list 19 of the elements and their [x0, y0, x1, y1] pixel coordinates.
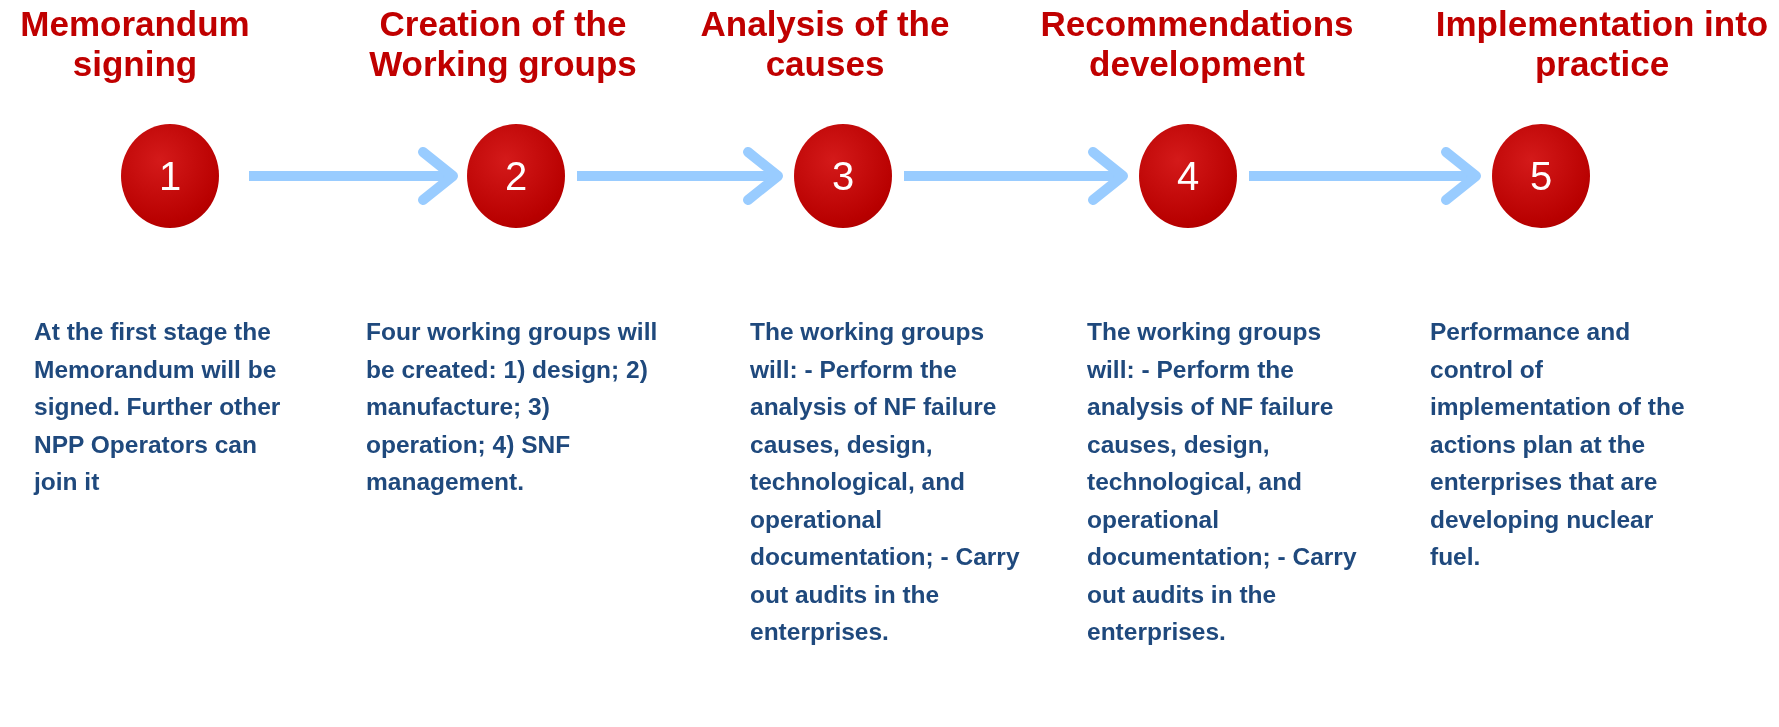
- step-number: 3: [831, 156, 855, 196]
- step-title: Analysis of the causes: [699, 4, 951, 84]
- step-title: Recommendations development: [1039, 4, 1355, 84]
- step-number: 2: [504, 156, 528, 196]
- arrow: [1249, 147, 1481, 205]
- step-description: The working groups will: - Perform the analysis of NF failure causes, design, technological, and operational documentation; - Carry out audits in the enterprises.: [1087, 317, 1358, 647]
- arrow: [249, 147, 458, 205]
- step-description: The working groups will: - Perform the analysis of NF failure causes, design, technological, and operational documentation; - Carry out audits in the enterprises.: [750, 317, 1021, 647]
- step-title: Memorandum signing: [19, 4, 251, 84]
- arrow: [577, 147, 783, 205]
- step-number: 4: [1176, 156, 1200, 196]
- step-title: Creation of the Working groups: [368, 4, 638, 84]
- step-number: 1: [158, 156, 182, 196]
- arrow: [904, 147, 1128, 205]
- step-description: Performance and control of implementation of the actions plan at the enterprises that are developing nuclear fuel.: [1430, 317, 1686, 572]
- step-description: At the first stage the Memorandum will be signed. Further other NPP Operators can join it: [34, 317, 282, 497]
- step-description: Four working groups will be created: 1) design; 2) manufacture; 3) operation; 4) SNF management.: [366, 317, 659, 497]
- step-title: Implementation into practice: [1434, 4, 1770, 84]
- step-number: 5: [1529, 156, 1553, 196]
